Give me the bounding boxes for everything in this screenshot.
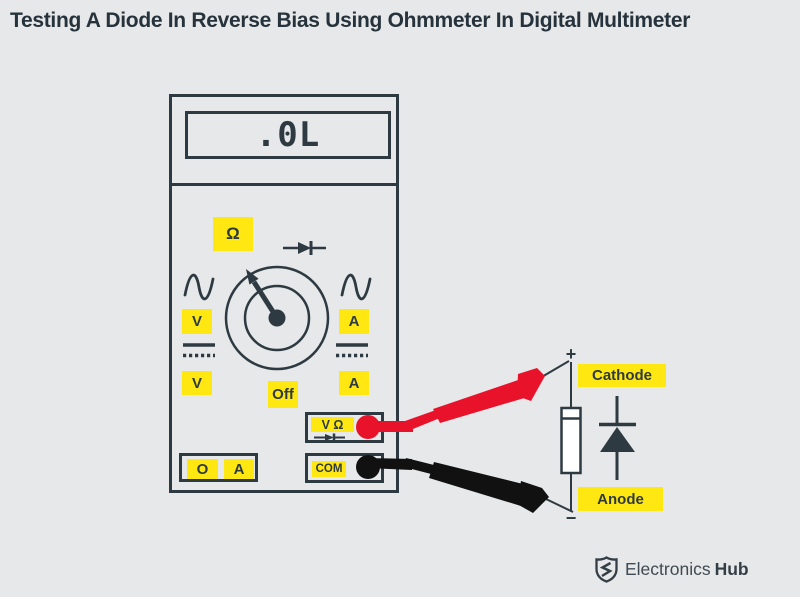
dial-label-dc-volts: V	[182, 371, 212, 395]
dc-symbol-left	[183, 343, 215, 358]
ac-wave-icon-left	[183, 273, 215, 301]
lead-wires	[539, 360, 574, 513]
diode-mode-icon	[283, 241, 326, 255]
dial-label-ohm: Ω	[213, 217, 253, 251]
diode-schematic-icon	[599, 396, 636, 480]
com-jack[interactable]: COM	[305, 453, 384, 483]
multimeter-body: .0L Ω V V	[169, 94, 399, 493]
volt-ohm-jack[interactable]: V Ω	[305, 412, 384, 443]
dial-label-ac-volts: V	[182, 309, 212, 334]
plus-sign: +	[565, 343, 577, 364]
ac-wave-icon-right	[340, 273, 372, 301]
lcd-display: .0L	[185, 111, 391, 159]
rotary-dial[interactable]	[217, 258, 337, 378]
com-jack-label: COM	[312, 461, 346, 477]
amp-jack-label-a: A	[224, 459, 254, 479]
brand-name-bold: Hub	[714, 559, 749, 579]
anode-label: Anode	[578, 487, 663, 511]
diode-body	[560, 406, 582, 475]
dial-label-dc-amps: A	[339, 371, 369, 395]
brand-name-regular: Electronics	[625, 559, 711, 579]
dc-symbol-right	[336, 343, 368, 358]
minus-sign: −	[565, 507, 577, 528]
shield-icon	[595, 556, 618, 583]
dial-label-ac-amps: A	[339, 309, 369, 334]
panel-divider	[169, 183, 399, 186]
volt-ohm-jack-label: V Ω	[311, 417, 354, 432]
diode-jack-icon	[314, 433, 345, 442]
amp-jack[interactable]: O A	[179, 453, 258, 482]
dial-pointer	[246, 269, 259, 285]
page-title: Testing A Diode In Reverse Bias Using Oh…	[10, 9, 691, 32]
dial-label-off: Off	[268, 381, 298, 408]
cathode-label: Cathode	[578, 364, 666, 387]
amp-jack-label-o: O	[187, 459, 218, 479]
